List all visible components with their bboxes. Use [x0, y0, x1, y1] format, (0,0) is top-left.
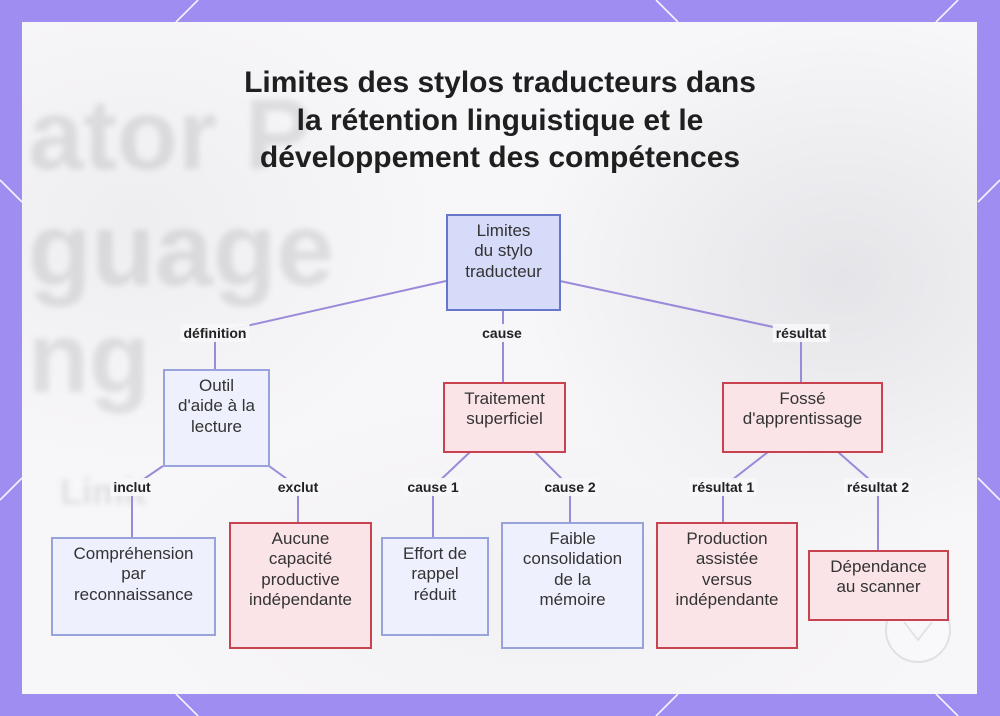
node-label-line: indépendante [675, 590, 779, 610]
node-label-line: consolidation [522, 549, 623, 569]
node-label-line: productive [261, 569, 340, 589]
edge-outil-to-comprehension [131, 465, 164, 537]
edge-label-exclut: exclut [274, 478, 322, 496]
node-label-line: Limites [476, 221, 531, 240]
node-label-line: Faible [549, 529, 596, 548]
node-label-line: Compréhension [73, 544, 194, 563]
node-label-line: Aucune [271, 529, 330, 548]
node-limites-du-stylo-traducteur: Limites du stylo traducteur [446, 214, 561, 311]
node-label-line: reconnaissance [73, 584, 194, 604]
node-label-line: d'aide à la [178, 396, 255, 416]
node-label-line: du stylo [474, 241, 533, 261]
node-production-assistee: Production assistée versus indépendante [656, 522, 798, 649]
edge-label-cause-1: cause 1 [404, 478, 462, 496]
node-label-line: Production [686, 529, 768, 548]
node-label-line: lecture [190, 416, 243, 436]
edge-label-resultat-2: résultat 2 [843, 478, 913, 496]
node-traitement-superficiel: Traitement superficiel [443, 382, 566, 453]
title-line: développement des compétences [259, 141, 741, 174]
background-photo-text: ng [28, 302, 151, 414]
node-label-line: indépendante [248, 590, 353, 610]
edge-label-inclut: inclut [110, 478, 154, 496]
node-label-line: superficiel [466, 409, 543, 429]
node-label-line: mémoire [539, 590, 606, 610]
title-line: la rétention linguistique et le [296, 103, 704, 137]
node-label-line: Traitement [464, 389, 545, 408]
edge-root-to-fosse [559, 280, 802, 382]
node-fosse-apprentissage: Fossé d'apprentissage [722, 382, 883, 453]
node-faible-consolidation-memoire: Faible consolidation de la mémoire [501, 522, 644, 649]
edge-root-to-outil [214, 280, 447, 369]
title-line: Limites des stylos traducteurs dans [244, 66, 756, 99]
node-label-line: capacité [268, 549, 333, 569]
edge-fosse-to-dependance [837, 451, 879, 550]
node-label-line: assistée [695, 549, 759, 569]
diagram-title: Limites des stylos traducteurs dans la r… [0, 64, 1000, 177]
node-label-line: Effort de [403, 544, 467, 563]
edge-label-cause-2: cause 2 [541, 478, 599, 496]
node-label-line: traducteur [465, 261, 542, 281]
edge-label-resultat: résultat [772, 324, 830, 342]
node-outil-aide-lecture: Outil d'aide à la lecture [163, 369, 270, 467]
edge-label-definition: définition [180, 324, 250, 342]
background-photo-text: ator P [28, 79, 312, 191]
node-label-line: d'apprentissage [742, 409, 863, 429]
node-label-line: réduit [413, 584, 457, 604]
node-effort-rappel-reduit: Effort de rappel réduit [381, 537, 489, 636]
background-photo-text: guage [28, 192, 335, 308]
node-label-line: versus [701, 569, 753, 589]
node-aucune-capacite-productive: Aucune capacité productive indépendante [229, 522, 372, 649]
node-label-line: rappel [411, 564, 459, 584]
node-label-line: Fossé [779, 389, 826, 408]
edge-label-cause: cause [479, 324, 525, 342]
edge-label-resultat-1: résultat 1 [688, 478, 758, 496]
node-label-line: Outil [199, 376, 234, 395]
node-dependance-scanner: Dépendance au scanner [808, 550, 949, 621]
node-comprehension-reconnaissance: Compréhension par reconnaissance [51, 537, 216, 636]
node-label-line: Dépendance [830, 557, 927, 576]
node-label-line: de la [554, 569, 591, 589]
node-label-line: par [121, 564, 146, 584]
node-label-line: au scanner [836, 577, 921, 597]
